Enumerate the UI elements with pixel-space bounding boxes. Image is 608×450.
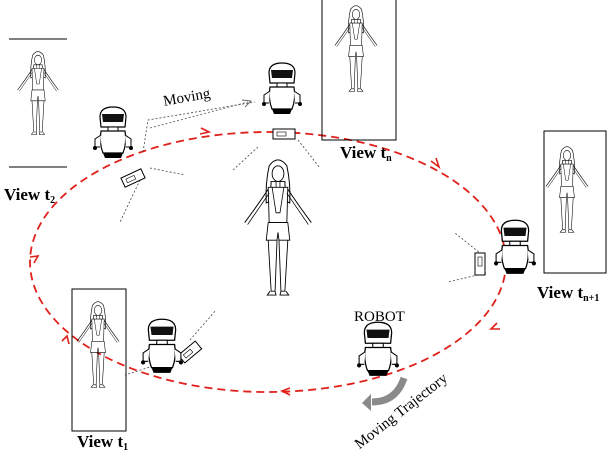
- robot-icon: [356, 321, 400, 377]
- view-frame-t2: [9, 38, 67, 168]
- view-tn1-label: View tn+1: [537, 283, 600, 304]
- trajectory-arrow-icon: [362, 376, 408, 411]
- robot-icon: [92, 106, 134, 159]
- fov-lines: [119, 101, 487, 376]
- subject-person: [244, 159, 312, 296]
- trajectory-arrowheads: [29, 127, 500, 396]
- view-frame-t1: [71, 288, 127, 432]
- camera-icon: [272, 128, 296, 140]
- view-t1-label: View t1: [77, 432, 129, 450]
- moving-arrow: [149, 99, 252, 129]
- camera-icon: [120, 168, 146, 188]
- view-t2-label: View t2: [4, 185, 56, 206]
- robot-icon: [261, 62, 303, 115]
- camera-icon: [474, 252, 486, 276]
- robot-label: ROBOT: [354, 309, 405, 325]
- robot-icon: [493, 219, 537, 275]
- camera-icon: [177, 340, 203, 364]
- view-frame-tn1: [543, 130, 607, 274]
- robot-icon: [140, 318, 184, 374]
- view-frame-tn: [321, 0, 397, 141]
- view-tn-label: View tn: [340, 143, 392, 164]
